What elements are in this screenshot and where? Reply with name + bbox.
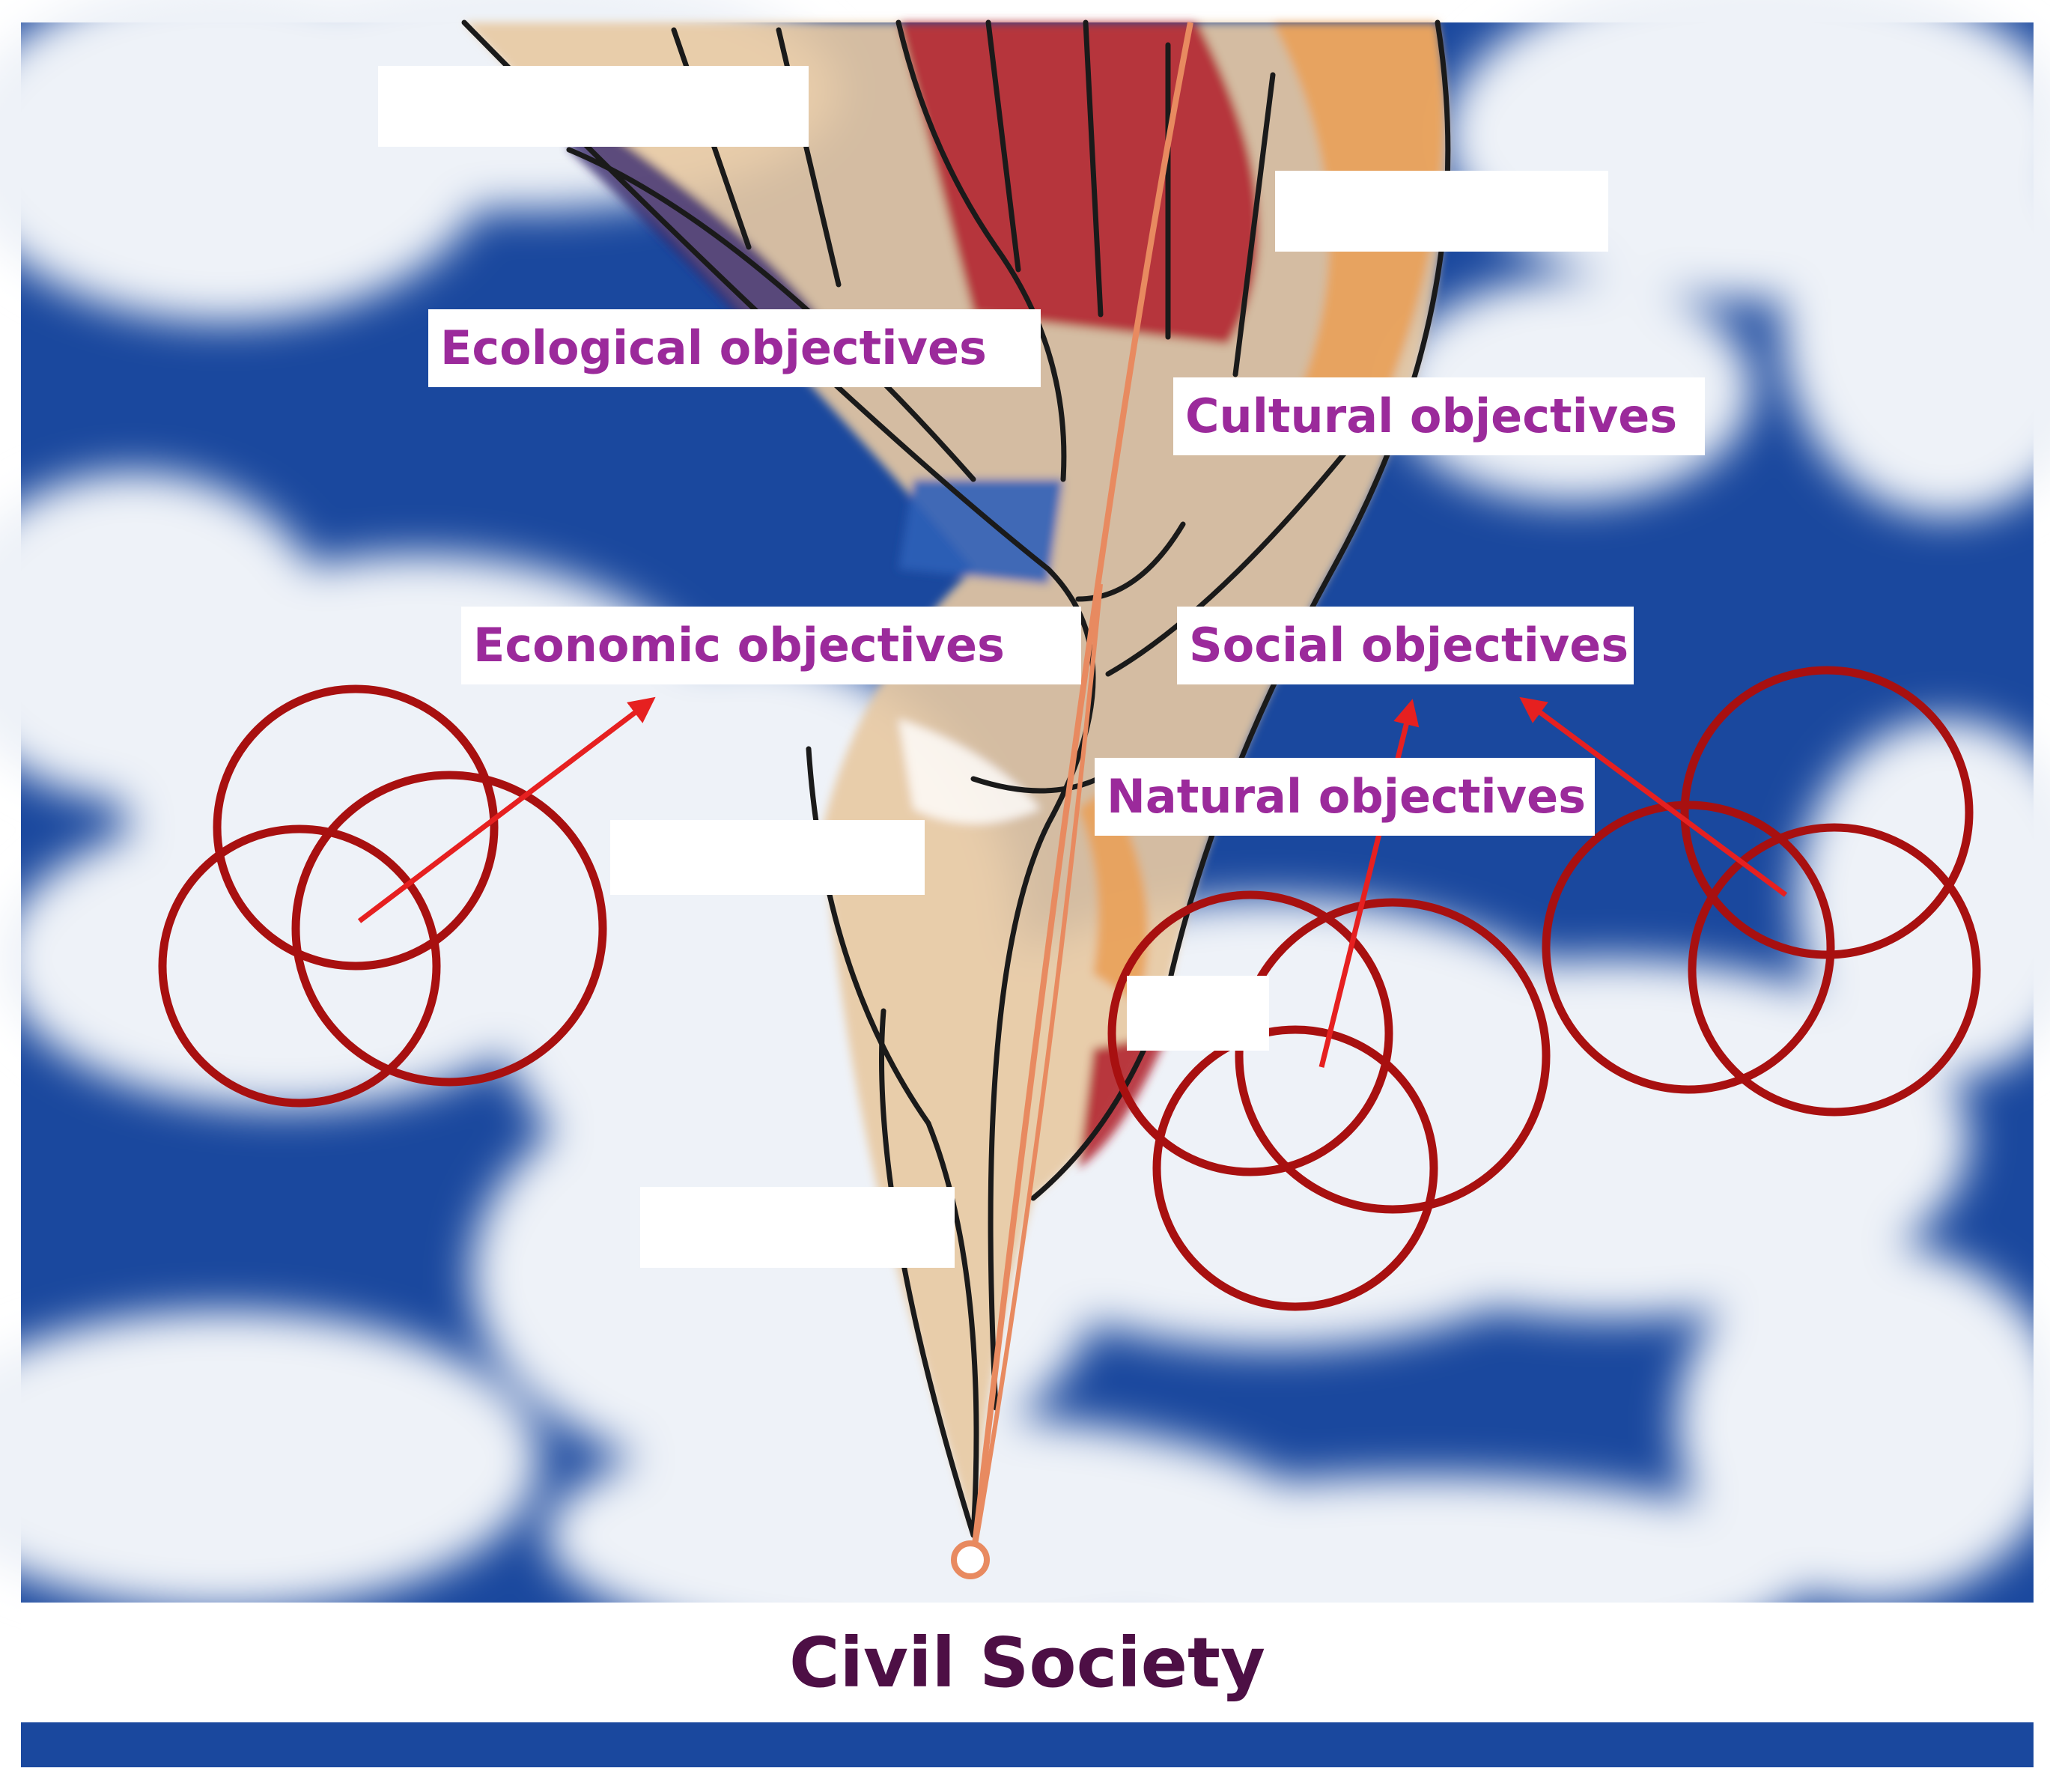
blank-label-box	[1127, 976, 1269, 1051]
ring	[291, 771, 607, 1087]
blank-label-box	[378, 66, 809, 147]
ring	[213, 684, 499, 971]
social-objectives-label: Social objectives	[1177, 607, 1634, 684]
ring	[1152, 1025, 1438, 1311]
arrow-social-right	[1519, 696, 1788, 897]
ring	[1235, 898, 1551, 1214]
ring-cluster-middle	[1107, 890, 1551, 1311]
civil-society-label: Civil Society	[788, 1622, 1265, 1703]
cultural-objectives-label: Cultural objectives	[1173, 377, 1705, 455]
blank-label-box	[610, 820, 925, 895]
natural-objectives-label: Natural objectives	[1095, 758, 1595, 836]
ecological-objectives-label: Ecological objectives	[428, 309, 1041, 387]
arrow-economic	[357, 696, 656, 923]
ring	[1542, 801, 1835, 1094]
civil-society-banner: Civil Society	[21, 1603, 2034, 1722]
ring	[1688, 823, 1981, 1117]
economic-objectives-label: Economic objectives	[461, 607, 1081, 684]
kite-string-2	[971, 583, 1103, 1558]
anchor-circle-icon	[951, 1540, 990, 1579]
blank-label-box	[640, 1187, 955, 1268]
ring-cluster-left	[158, 684, 607, 1108]
ring-cluster-right	[1542, 666, 1981, 1117]
ring	[158, 824, 441, 1108]
blank-label-box	[1275, 171, 1608, 252]
ring	[1107, 890, 1393, 1176]
kite-string	[970, 22, 1193, 1558]
kite-frame	[461, 19, 1451, 1538]
